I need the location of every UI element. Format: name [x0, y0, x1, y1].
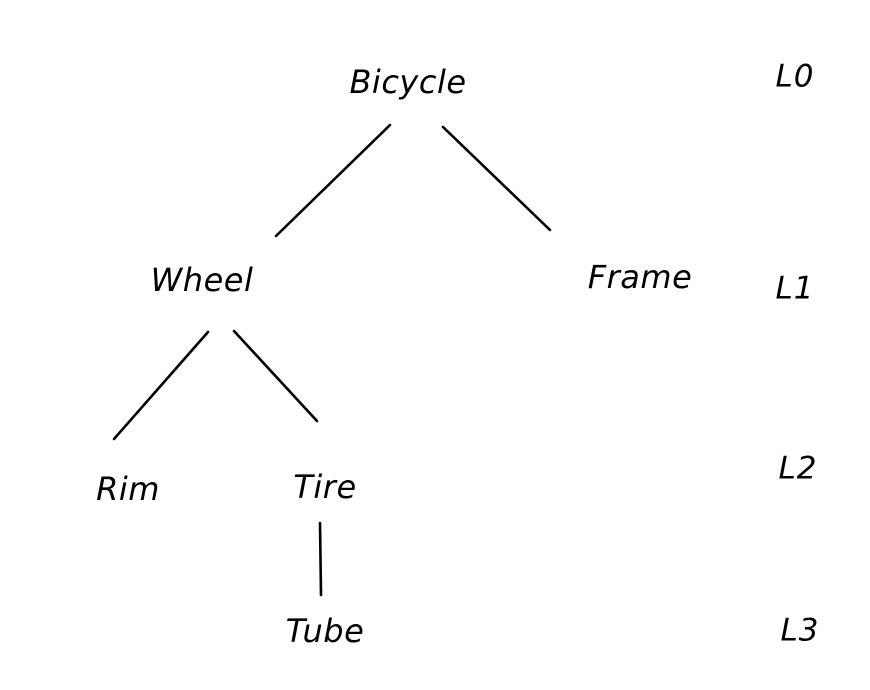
- edge-bicycle-to-wheel: [274, 123, 392, 238]
- edge-wheel-to-tire: [232, 329, 319, 423]
- node-bicycle[interactable]: Bicycle: [349, 63, 467, 101]
- edge-bicycle-to-frame: [441, 125, 552, 232]
- level-label-l2: L2: [778, 450, 818, 487]
- node-frame[interactable]: Frame: [587, 258, 693, 296]
- edge-tire-to-tube: [318, 521, 323, 597]
- level-label-l0: L0: [775, 58, 815, 95]
- node-tube[interactable]: Tube: [285, 612, 365, 650]
- node-rim[interactable]: Rim: [96, 470, 160, 508]
- level-label-l3: L3: [780, 612, 820, 649]
- edge-wheel-to-rim: [112, 330, 210, 441]
- node-wheel[interactable]: Wheel: [150, 261, 254, 299]
- level-label-l1: L1: [775, 270, 815, 307]
- node-tire[interactable]: Tire: [293, 468, 357, 506]
